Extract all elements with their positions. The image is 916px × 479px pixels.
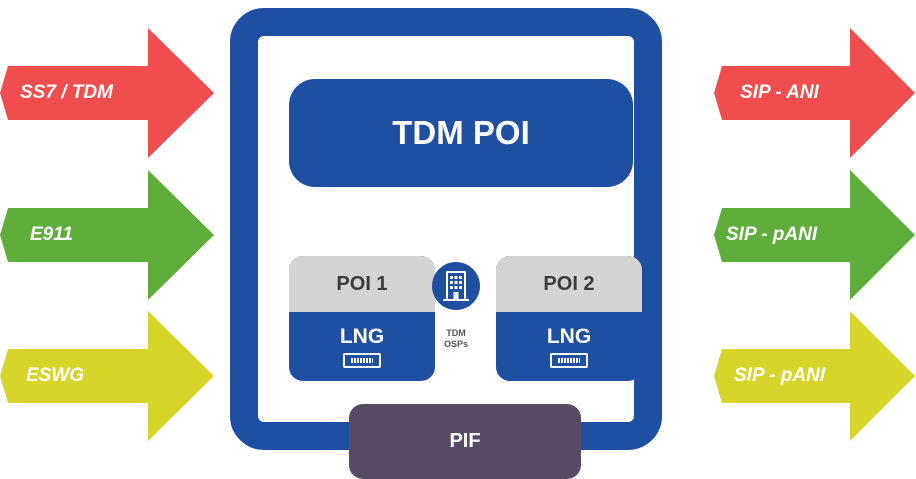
arrow-label-sip-ani: SIP - ANI [740,82,819,103]
tdm-poi-box: TDM POI [289,79,633,187]
poi-1-lng: LNG [289,312,435,381]
tdm-osps-label-line-2: OSPs [443,339,468,350]
arrow-label-sip-pani-2: SIP - pANI [734,365,826,386]
server-rack-icon [343,352,381,368]
tdm-osps-label-line-1: TDM [446,328,466,338]
arrow-input-e911 [0,170,214,300]
arrow-output-sip-pani-2 [714,311,915,441]
pif-box: PIF [349,404,581,479]
arrow-output-sip-pani-1 [714,170,915,300]
arrow-label-eswg: ESWG [26,365,85,386]
tdm-poi-frame [230,8,662,450]
arrow-label-ss7-tdm: SS7 / TDM [20,82,113,103]
server-rack-icon [550,352,588,368]
poi-2-lng-label: LNG [546,324,592,348]
arrow-output-sip-ani [714,28,915,158]
arrow-input-eswg [0,311,214,441]
tdm-osps-label: TDM OSPs [428,328,484,351]
poi-2-card: POI 2 LNG [496,256,642,381]
poi-1-title: POI 1 [289,256,435,312]
building-icon [432,262,480,310]
arrow-label-sip-pani-1: SIP - pANI [726,224,818,245]
poi-1-lng-label: LNG [339,324,385,348]
arrow-label-e911: E911 [30,224,73,245]
arrow-input-ss7-tdm [0,28,214,158]
poi-2-lng: LNG [496,312,642,381]
poi-1-card: POI 1 LNG [289,256,435,381]
poi-2-title: POI 2 [496,256,642,312]
